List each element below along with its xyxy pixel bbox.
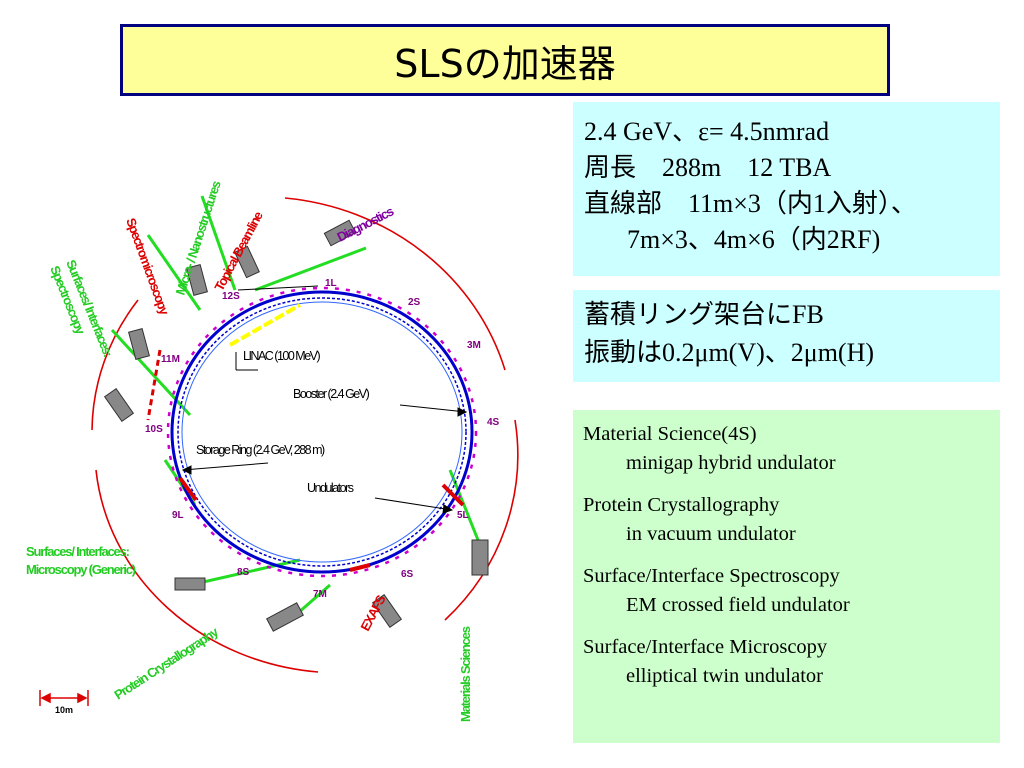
storage-ring-label: Storage Ring (2.4 GeV, 288 m) [196, 443, 325, 457]
feedback-line-1: 蓄積リング架台にFB [584, 300, 824, 329]
scale-bar [39, 690, 89, 706]
beamline-detail: in vacuum undulator [626, 523, 796, 545]
beamline-name: Material Science(4S) [583, 423, 757, 445]
section-11M: 11M [161, 354, 180, 365]
storage-ring [166, 286, 478, 578]
section-4S: 4S [487, 417, 500, 428]
section-1L: 1L [325, 278, 337, 289]
spec-straights-cont: 7m×3、4m×6（内2RF) [627, 225, 881, 254]
beamline-name: Surface/Interface Spectroscopy [583, 565, 840, 587]
beamline-detail: EM crossed field undulator [626, 594, 850, 616]
page-title: SLSの加速器 [394, 41, 616, 86]
undulator-segments [178, 476, 465, 572]
section-8S: 8S [237, 567, 250, 578]
end-stations [103, 219, 489, 632]
topical-beamline-label: Topical Beamline [211, 209, 265, 293]
protein-crystallography-label: Protein Crystallography [111, 624, 221, 703]
sls-accelerator-diagram: LINAC (100 MeV) Booster (2.4 GeV) Storag… [26, 179, 519, 722]
beamlines-panel: Material Science(4S) minigap hybrid undu… [573, 410, 1000, 743]
beamline-detail: elliptical twin undulator [626, 665, 823, 687]
annotation-arrows [181, 285, 468, 514]
undulators-label: Undulators [307, 481, 354, 495]
section-2S: 2S [408, 297, 421, 308]
feedback-panel: 蓄積リング架台にFB 振動は0.2μm(V)、2μm(H) [573, 290, 1000, 382]
surfaces-microscopy-label-2: Microscopy (Generic) [26, 562, 136, 577]
scale-label: 10m [55, 705, 73, 715]
beamline-detail: minigap hybrid undulator [626, 452, 836, 474]
section-10S: 10S [145, 424, 163, 435]
beamline-name: Surface/Interface Microscopy [583, 636, 828, 658]
ring-specs-panel: 2.4 GeV、ε= 4.5nmrad 周長 288m 12 TBA 直線部 1… [573, 102, 1000, 276]
section-12S: 12S [222, 291, 240, 302]
section-7M: 7M [313, 589, 327, 600]
materials-sciences-label: Materials Sciences [458, 626, 473, 722]
section-6S: 6S [401, 569, 414, 580]
section-9L: 9L [172, 510, 184, 521]
spectromicroscopy-beamline [146, 349, 162, 421]
spec-circumference: 周長 288m 12 TBA [584, 153, 832, 182]
surfaces-microscopy-label-1: Surfaces/ Interfaces: [26, 544, 130, 559]
title-banner: SLSの加速器 [120, 24, 890, 96]
spectromicroscopy-label: Spectromicroscopy [123, 216, 172, 318]
linac-label: LINAC (100 MeV) [243, 349, 320, 363]
feedback-line-2: 振動は0.2μm(V)、2μm(H) [584, 338, 875, 367]
section-5L: 5L [457, 510, 469, 521]
spec-straights: 直線部 11m×3（内1入射）、 [584, 189, 917, 218]
spec-energy-emittance: 2.4 GeV、ε= 4.5nmrad [584, 117, 830, 146]
linac [229, 303, 301, 347]
beamline-name: Protein Crystallography [583, 494, 780, 516]
shielding-wall [91, 197, 519, 673]
section-3M: 3M [467, 340, 481, 351]
booster-label: Booster (2.4 GeV) [293, 387, 370, 401]
